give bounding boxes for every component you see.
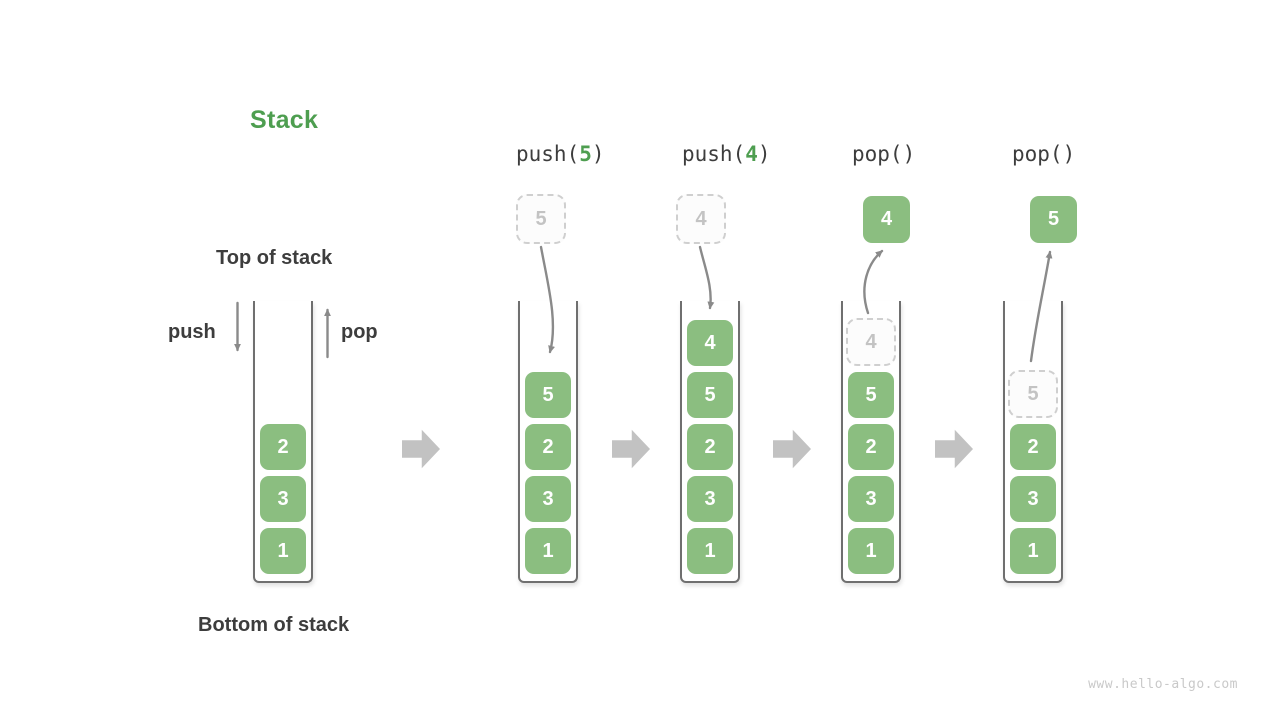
stack-column-initial: 2 3 1 bbox=[253, 301, 313, 583]
op-arg: 4 bbox=[745, 142, 758, 166]
push-4-motion-arrow-icon bbox=[698, 245, 715, 310]
stack-cell: 2 bbox=[260, 424, 306, 470]
right-block-arrow-icon bbox=[612, 429, 650, 469]
stack-cell: 2 bbox=[525, 424, 571, 470]
stack-cell: 5 bbox=[848, 372, 894, 418]
stack-cell: 3 bbox=[260, 476, 306, 522]
right-block-arrow-icon bbox=[402, 429, 440, 469]
stack-cell: 1 bbox=[848, 528, 894, 574]
op-text: ) bbox=[757, 142, 771, 166]
top-of-stack-label: Top of stack bbox=[216, 247, 333, 269]
stack-cell: 2 bbox=[687, 424, 733, 470]
stack-cell: 4 bbox=[687, 320, 733, 366]
stack-cell: 1 bbox=[1010, 528, 1056, 574]
op-header-pop-2: pop() bbox=[1012, 142, 1075, 166]
stack-cell: 3 bbox=[687, 476, 733, 522]
stack-cell: 5 bbox=[525, 372, 571, 418]
floating-push-value-4: 4 bbox=[676, 194, 726, 244]
stack-cell-removed: 5 bbox=[1008, 370, 1058, 418]
op-header-push-5: push(5) bbox=[516, 142, 605, 166]
op-text: pop() bbox=[1012, 142, 1076, 166]
stack-column-after-pop-5: 5 2 3 1 bbox=[1003, 301, 1063, 583]
stack-cell: 2 bbox=[1010, 424, 1056, 470]
stack-column-after-pop-4: 4 5 2 3 1 bbox=[841, 301, 901, 583]
stack-cell: 3 bbox=[848, 476, 894, 522]
floating-popped-value-4: 4 bbox=[863, 196, 910, 243]
op-text: pop() bbox=[852, 142, 916, 166]
stack-cell: 1 bbox=[687, 528, 733, 574]
stack-column-after-push-4: 4 5 2 3 1 bbox=[680, 301, 740, 583]
stack-cell: 2 bbox=[848, 424, 894, 470]
stack-column-after-push-5: 5 2 3 1 bbox=[518, 301, 578, 583]
stack-cell: 5 bbox=[687, 372, 733, 418]
op-arg: 5 bbox=[579, 142, 592, 166]
right-block-arrow-icon bbox=[935, 429, 973, 469]
diagram-title: Stack bbox=[250, 106, 319, 134]
stack-cell: 1 bbox=[260, 528, 306, 574]
bottom-of-stack-label: Bottom of stack bbox=[198, 614, 350, 636]
stack-cell: 3 bbox=[525, 476, 571, 522]
op-header-push-4: push(4) bbox=[682, 142, 771, 166]
stack-cell: 1 bbox=[525, 528, 571, 574]
op-header-pop-1: pop() bbox=[852, 142, 915, 166]
op-text: ) bbox=[591, 142, 605, 166]
op-text: push( bbox=[682, 142, 746, 166]
right-block-arrow-icon bbox=[773, 429, 811, 469]
stack-cell-removed: 4 bbox=[846, 318, 896, 366]
floating-push-value-5: 5 bbox=[516, 194, 566, 244]
pop-label: pop bbox=[341, 321, 378, 343]
push-label: push bbox=[168, 321, 216, 343]
stack-cell: 3 bbox=[1010, 476, 1056, 522]
watermark: www.hello-algo.com bbox=[1088, 677, 1238, 692]
floating-popped-value-5: 5 bbox=[1030, 196, 1077, 243]
op-text: push( bbox=[516, 142, 580, 166]
